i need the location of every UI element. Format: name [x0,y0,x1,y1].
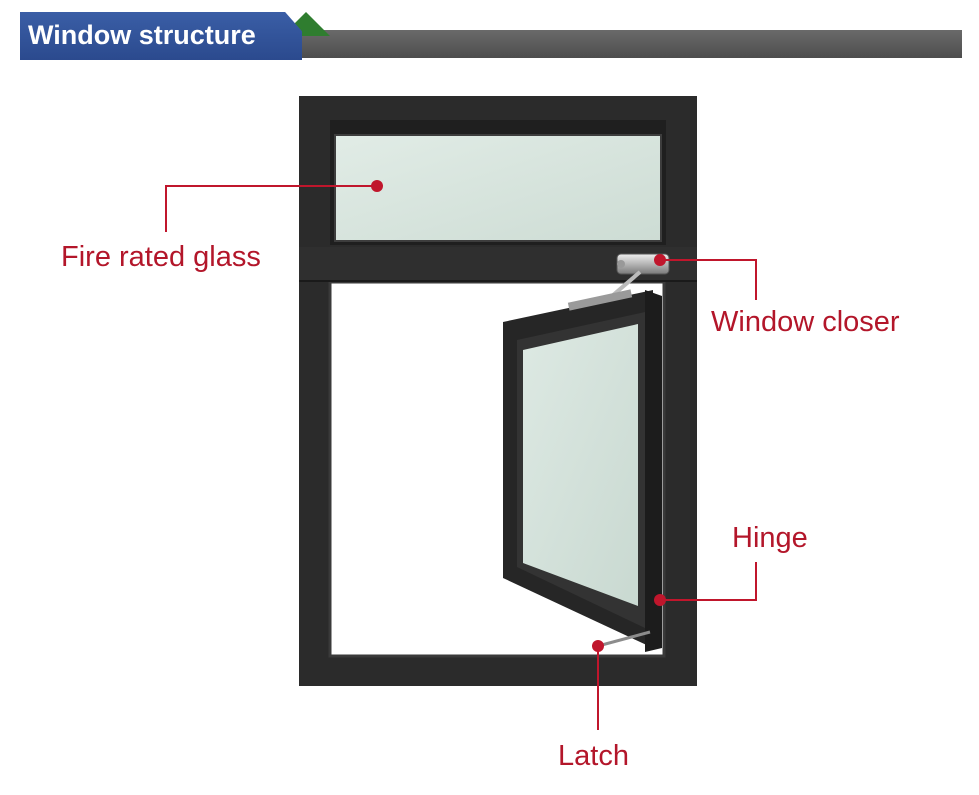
callout-dot-window-closer [654,254,666,266]
latch-arm [597,630,651,648]
header-bar [300,30,962,58]
callout-dot-hinge [654,594,666,606]
callout-line-fire-glass [165,185,377,232]
callout-dot-fire-glass [371,180,383,192]
label-fire-rated-glass: Fire rated glass [61,241,261,273]
callout-line-window-closer [660,259,757,300]
label-latch: Latch [558,740,629,772]
page-title: Window structure [28,20,256,50]
open-sash [503,290,662,652]
callout-dot-latch [592,640,604,652]
header-title-tab [20,12,302,60]
label-window-closer: Window closer [711,306,900,338]
callout-line-hinge [660,562,757,601]
label-hinge: Hinge [732,522,808,554]
fire-rated-glass [334,134,662,242]
